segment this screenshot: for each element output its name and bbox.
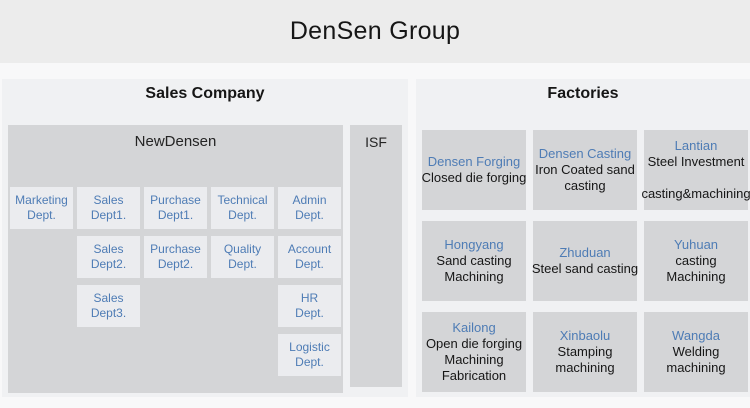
dept-box-purchase-dept2: Purchase Dept2. <box>144 236 207 278</box>
dept-box-sales-dept1: Sales Dept1. <box>77 187 140 229</box>
factory-description: Sand casting Machining <box>436 252 512 285</box>
factory-description: Welding machining <box>666 343 726 376</box>
factory-name: Wangda <box>672 327 720 343</box>
factories-title: Factories <box>547 85 619 102</box>
factory-name: Densen Casting <box>538 145 632 161</box>
dept-box-sales-dept2: Sales Dept2. <box>77 236 140 278</box>
header-band: DenSen Group <box>0 0 750 63</box>
dept-box-logistic-dept: Logistic Dept. <box>278 334 341 376</box>
sales-company-title: Sales Company <box>145 85 265 102</box>
dept-box-quality-dept: Quality Dept. <box>211 236 274 278</box>
isf-box: ISF <box>350 125 402 387</box>
factory-name: Zhuduan <box>559 244 611 260</box>
factory-name: Lantian <box>674 137 718 153</box>
factory-name: Hongyang <box>444 236 504 252</box>
factory-description: Closed die forging <box>421 170 527 185</box>
factory-name: Xinbaolu <box>559 327 611 343</box>
sales-company-panel: Sales Company NewDensen Marketing Dept.S… <box>2 79 408 397</box>
factory-description: Iron Coated sand casting <box>535 161 635 194</box>
factory-name: Densen Forging <box>427 153 521 169</box>
dept-box-purchase-dept1: Purchase Dept1. <box>144 187 207 229</box>
dept-box-marketing-dept: Marketing Dept. <box>10 187 73 229</box>
factory-description: Steel Investment casting&machining <box>641 153 750 202</box>
dept-box-technical-dept: Technical Dept. <box>211 187 274 229</box>
newdensen-label: NewDensen <box>134 133 217 150</box>
page-title: DenSen Group <box>289 17 461 45</box>
newdensen-container: NewDensen Marketing Dept.Sales Dept1.Pur… <box>8 125 343 393</box>
factory-description: casting Machining <box>666 252 726 285</box>
dept-box-account-dept: Account Dept. <box>278 236 341 278</box>
dept-box-admin-dept: Admin Dept. <box>278 187 341 229</box>
isf-label: ISF <box>365 134 387 150</box>
department-grid: Marketing Dept.Sales Dept1.Purchase Dept… <box>10 187 341 376</box>
factory-name: Kailong <box>452 319 496 335</box>
factory-name: Yuhuan <box>673 236 719 252</box>
factory-description: Open die forging Machining Fabrication <box>425 335 523 384</box>
factory-description: Steel sand casting <box>531 261 639 276</box>
dept-box-sales-dept3: Sales Dept3. <box>77 285 140 327</box>
factory-description: Stamping machining <box>555 343 615 376</box>
dept-box-hr-dept: HR Dept. <box>278 285 341 327</box>
